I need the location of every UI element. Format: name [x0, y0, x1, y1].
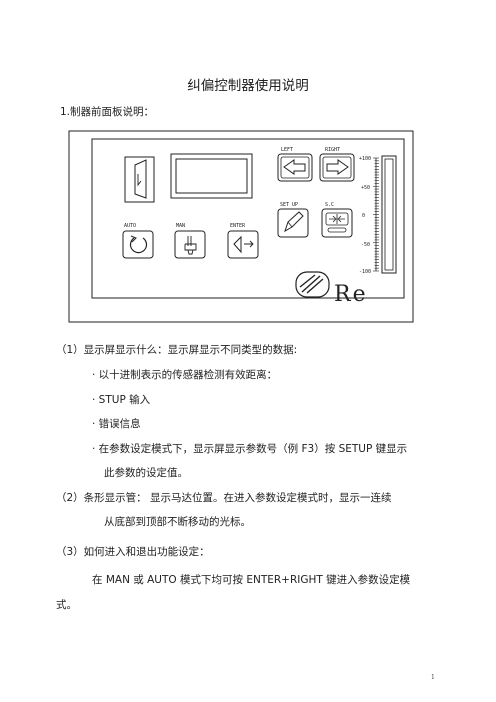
- item-display-heading: （1）显示屏显示什么：显示屏显示不同类型的数据:: [56, 344, 298, 356]
- bullet-decimal: · 以十进制表示的传感器检测有效距离：: [92, 369, 278, 381]
- item-bar-heading: （2）条形显示管： 显示马达位置。在进入参数设定模式时，显示一连续: [56, 492, 392, 504]
- panel-outer-frame: [68, 130, 414, 323]
- scale-label-plus50: +50: [361, 185, 370, 191]
- bullet-stup: · STUP 输入: [92, 394, 151, 406]
- bullet-param-mode: · 在参数设定模式下，显示屏显示参数号（例 F3）按 SETUP 键显示: [92, 443, 408, 455]
- scale-label-minus100: -100: [359, 269, 371, 275]
- man-button-label: MAN: [176, 223, 185, 229]
- right-button-label: RIGHT: [325, 147, 340, 153]
- bullet-param-mode-cont: 此参数的设定值。: [104, 467, 188, 479]
- scale-label-plus100: +100: [359, 156, 371, 162]
- item-enter-exit-heading: （3）如何进入和退出功能设定：: [56, 546, 210, 558]
- enter-icon: [233, 235, 242, 254]
- door-icon: [124, 156, 155, 203]
- display-screen: [170, 153, 253, 199]
- scale-label-minus50: -50: [361, 242, 370, 248]
- left-arrow-icon: [283, 159, 306, 175]
- enter-button-label: ENTER: [230, 223, 246, 229]
- auto-cycle-icon: [129, 237, 148, 254]
- brand-logo: Re: [295, 271, 368, 307]
- pencil-icon: [284, 211, 304, 233]
- item-bar-cont: 从底部到顶部不断移动的光标。: [104, 516, 251, 528]
- item-enter-exit-body: 在 MAN 或 AUTO 模式下均可按 ENTER+RIGHT 键进入参数设定模: [92, 574, 411, 586]
- bullet-error: · 错误信息: [92, 418, 141, 430]
- scale-label-zero: 0: [362, 213, 365, 219]
- auto-button[interactable]: [122, 230, 154, 259]
- center-icon: [329, 214, 345, 224]
- page-title: 纠偏控制器使用说明: [187, 78, 309, 94]
- enter-button[interactable]: [227, 230, 259, 259]
- sc-button[interactable]: [321, 208, 353, 238]
- item-enter-exit-cont: 式。: [56, 599, 77, 611]
- auto-button-label: AUTO: [124, 223, 136, 229]
- panel-inner-frame: [91, 138, 405, 299]
- man-button[interactable]: [174, 230, 206, 259]
- hand-icon: [184, 236, 197, 255]
- page-number: 1: [431, 674, 435, 681]
- right-button[interactable]: [319, 153, 355, 182]
- left-button[interactable]: [277, 153, 313, 182]
- setup-button-label: SET UP: [280, 202, 298, 208]
- logo-text: Re: [334, 282, 368, 307]
- right-arrow-icon: [326, 159, 349, 175]
- bar-display: +100 +50 0 -50 -100: [359, 155, 397, 275]
- section-heading: 1.制器前面板说明：: [60, 106, 155, 118]
- setup-button[interactable]: [277, 208, 309, 238]
- left-button-label: LEFT: [281, 147, 293, 153]
- sc-button-label: S.C: [325, 202, 334, 208]
